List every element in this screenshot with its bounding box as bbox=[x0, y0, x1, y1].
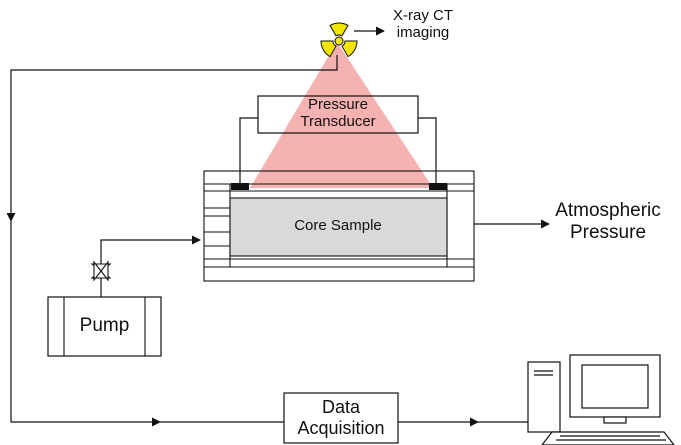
transducer-right-line bbox=[418, 117, 437, 184]
core-sample-label: Core Sample bbox=[294, 217, 382, 234]
core-sample-rect bbox=[229, 197, 448, 257]
radiation-trefoil-icon bbox=[320, 22, 358, 58]
left-port-cap bbox=[231, 183, 249, 190]
valve-icon-rotated bbox=[93, 260, 109, 282]
pump-box bbox=[47, 296, 162, 357]
right-port-cap bbox=[429, 183, 447, 190]
signal-line-top bbox=[6, 55, 338, 222]
data-acquisition-label: Data Acquisition bbox=[297, 397, 385, 438]
pump-line bbox=[100, 235, 201, 297]
pressure-transducer-label: Pressure Transducer bbox=[300, 96, 376, 131]
computer-icon bbox=[527, 354, 675, 445]
atmospheric-pressure-label: Atmospheric Pressure bbox=[555, 200, 661, 243]
signal-line-left bbox=[10, 221, 161, 427]
transducer-left-line bbox=[239, 117, 258, 184]
xray-imaging-label: X-ray CT imaging bbox=[393, 7, 453, 42]
daq-box bbox=[283, 392, 399, 444]
pump-label: Pump bbox=[79, 315, 130, 336]
xray-beam bbox=[250, 42, 433, 188]
pressure-transducer-box bbox=[257, 95, 419, 134]
